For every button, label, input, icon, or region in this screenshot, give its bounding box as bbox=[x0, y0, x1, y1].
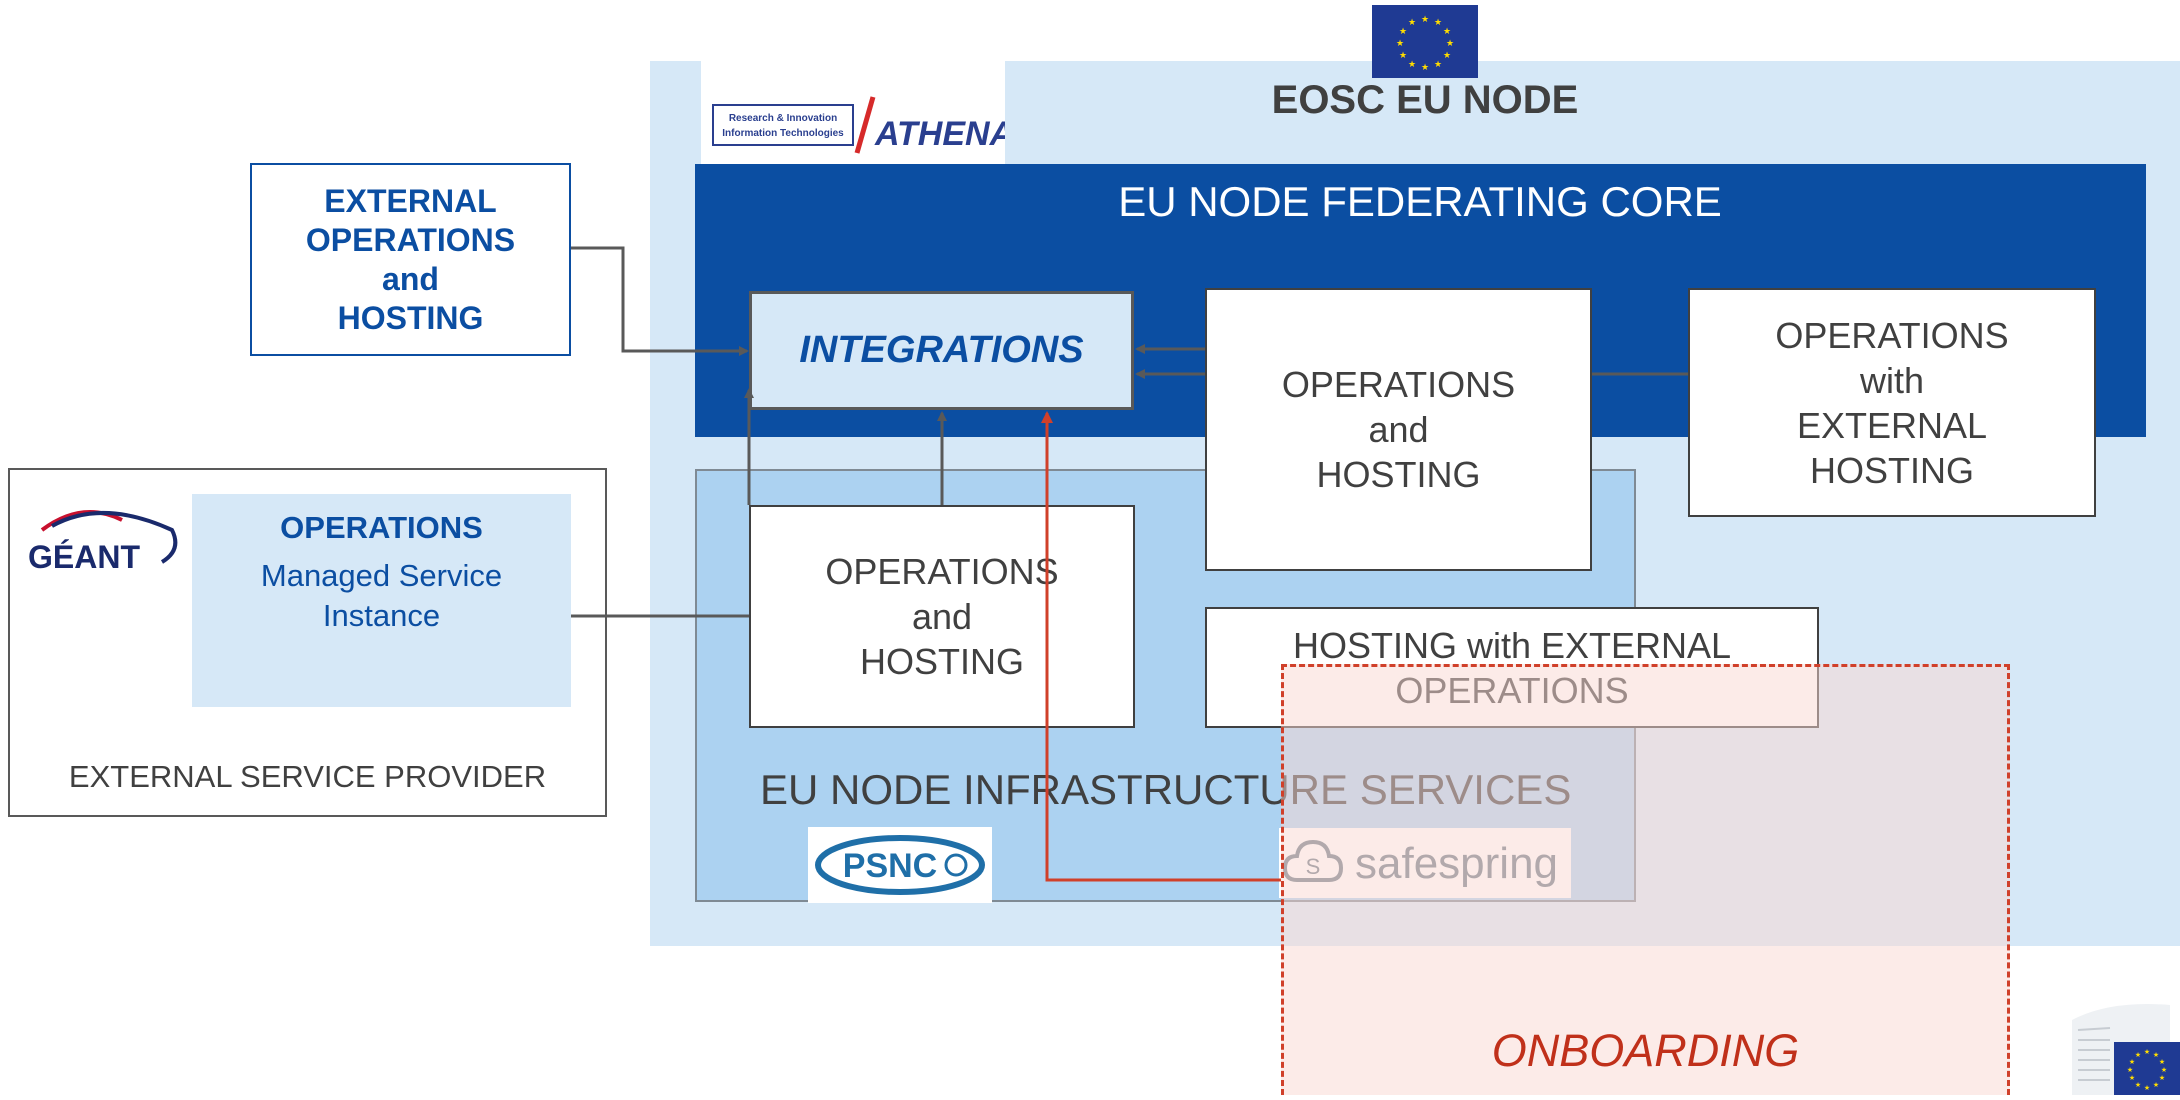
box-line: and bbox=[1368, 409, 1429, 450]
svg-text:★: ★ bbox=[1443, 27, 1451, 37]
onboarding-label: ONBOARDING bbox=[1491, 1025, 1800, 1076]
managed-service-line: Instance bbox=[322, 598, 441, 633]
operations-external-hosting-box: OPERATIONS with EXTERNAL HOSTING bbox=[1688, 288, 2096, 517]
eu-flag-icon: ★★★ ★★★ ★★★ ★★★ bbox=[1372, 5, 1478, 78]
svg-text:★: ★ bbox=[1443, 51, 1451, 61]
box-line: OPERATIONS bbox=[1281, 364, 1516, 405]
athena-logo-line2: Information Technologies bbox=[722, 128, 844, 139]
svg-text:★: ★ bbox=[2144, 1048, 2150, 1056]
managed-service-operations-title: OPERATIONS bbox=[280, 510, 483, 545]
external-operations-hosting-box: EXTERNAL OPERATIONS and HOSTING bbox=[250, 163, 571, 356]
svg-text:★: ★ bbox=[1408, 60, 1416, 70]
svg-text:★: ★ bbox=[2159, 1074, 2165, 1082]
athena-logo-line1: Research & Innovation bbox=[729, 113, 837, 124]
svg-text:★: ★ bbox=[1399, 51, 1407, 61]
svg-text:★: ★ bbox=[1396, 39, 1404, 49]
psnc-logo: PSNC bbox=[808, 827, 992, 903]
managed-service-line: Managed Service bbox=[260, 558, 503, 593]
svg-text:★: ★ bbox=[1434, 18, 1442, 28]
box-line: HOSTING bbox=[1809, 449, 1974, 491]
svg-text:★: ★ bbox=[1421, 63, 1429, 73]
svg-text:★: ★ bbox=[1399, 27, 1407, 37]
svg-text:★: ★ bbox=[1434, 60, 1442, 70]
federating-core-title: EU NODE FEDERATING CORE bbox=[1118, 178, 1722, 225]
svg-text:★: ★ bbox=[2129, 1074, 2135, 1082]
european-commission-logo: ★★★ ★★★ ★★★ ★★★ bbox=[2070, 1000, 2180, 1095]
box-line: EXTERNAL bbox=[324, 182, 497, 219]
integrations-label: INTEGRATIONS bbox=[799, 329, 1084, 371]
svg-text:★: ★ bbox=[2153, 1081, 2159, 1089]
svg-text:★: ★ bbox=[1421, 15, 1429, 25]
svg-text:★: ★ bbox=[1408, 18, 1416, 28]
box-line: and bbox=[382, 260, 439, 297]
box-line: and bbox=[911, 596, 973, 637]
svg-text:★: ★ bbox=[2153, 1051, 2159, 1059]
box-line: OPERATIONS bbox=[825, 551, 1059, 592]
athena-logo-brand: ATHENA bbox=[874, 115, 1005, 153]
box-line: HOSTING bbox=[859, 641, 1024, 682]
box-line: OPERATIONS bbox=[305, 221, 516, 258]
onboarding-region bbox=[1281, 664, 2010, 1095]
integrations-box: INTEGRATIONS bbox=[749, 291, 1134, 410]
geant-logo: GÉANT bbox=[22, 500, 182, 580]
geant-logo-text: GÉANT bbox=[28, 539, 140, 575]
box-line: HOSTING bbox=[337, 299, 484, 336]
svg-text:★: ★ bbox=[2135, 1081, 2141, 1089]
box-line: OPERATIONS bbox=[1775, 314, 2009, 356]
eosc-node-title: EOSC EU NODE bbox=[1271, 78, 1579, 122]
core-operations-hosting-box: OPERATIONS and HOSTING bbox=[1205, 288, 1592, 571]
box-line: with bbox=[1859, 359, 1925, 401]
svg-text:★: ★ bbox=[2159, 1058, 2165, 1066]
psnc-logo-text: PSNC bbox=[843, 847, 937, 885]
box-line: HOSTING with EXTERNAL bbox=[1292, 625, 1732, 666]
svg-text:★: ★ bbox=[2144, 1084, 2150, 1092]
svg-text:★: ★ bbox=[2127, 1066, 2133, 1074]
box-line: EXTERNAL bbox=[1796, 404, 1988, 446]
svg-text:★: ★ bbox=[2135, 1051, 2141, 1059]
box-line: HOSTING bbox=[1316, 454, 1481, 495]
infra-operations-hosting-box: OPERATIONS and HOSTING bbox=[749, 505, 1135, 728]
managed-service-instance-box: OPERATIONS Managed Service Instance bbox=[192, 494, 571, 707]
svg-text:★: ★ bbox=[2129, 1058, 2135, 1066]
svg-text:★: ★ bbox=[1446, 39, 1454, 49]
svg-text:★: ★ bbox=[2161, 1066, 2167, 1074]
external-service-provider-label: EXTERNAL SERVICE PROVIDER bbox=[68, 759, 547, 794]
